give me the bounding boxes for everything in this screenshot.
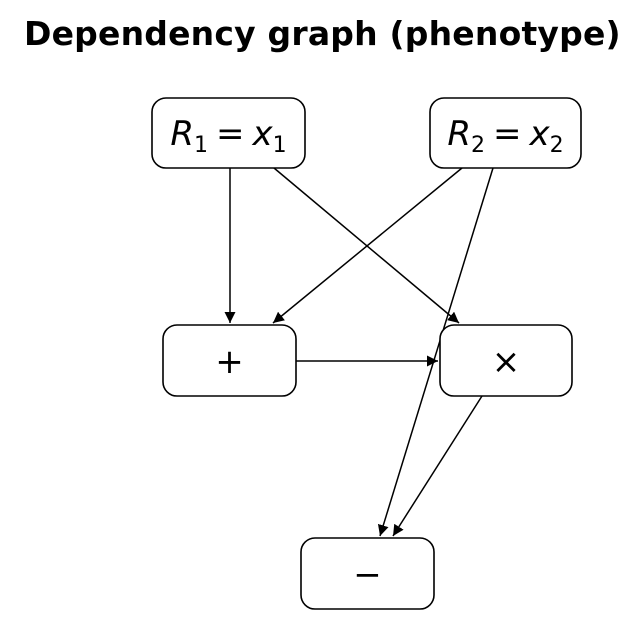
diagram-title: Dependency graph (phenotype) — [24, 14, 618, 53]
node-r2: R2=x2 — [429, 97, 582, 169]
node-times: × — [439, 324, 573, 397]
node-r1: R1=x1 — [151, 97, 306, 169]
node-r1-label: R1=x1 — [170, 114, 286, 158]
edge-r2-to-plus — [272, 167, 463, 324]
node-r2-label: R2=x2 — [447, 114, 563, 158]
edges — [224, 167, 494, 537]
node-plus-label: + — [215, 342, 244, 382]
node-minus: − — [300, 537, 435, 610]
edge-times-to-minus — [392, 395, 483, 537]
node-plus: + — [162, 324, 297, 397]
node-minus-label: − — [353, 555, 382, 595]
edge-r2-to-minus — [377, 167, 494, 537]
node-times-label: × — [492, 342, 521, 382]
